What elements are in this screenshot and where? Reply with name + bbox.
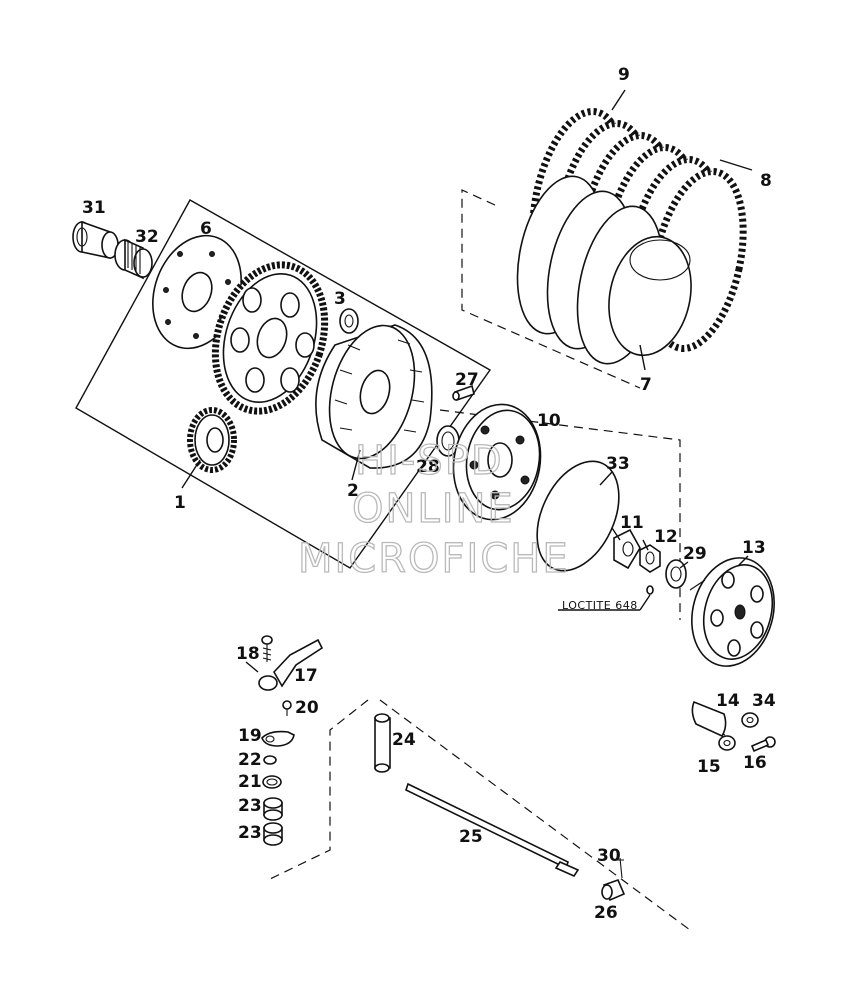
cotter-pin-part xyxy=(616,857,624,879)
label-16: 16 xyxy=(743,753,767,773)
label-27: 27 xyxy=(455,370,479,390)
end-fitting-part xyxy=(601,878,626,902)
primary-gear-part xyxy=(211,261,329,415)
label-7: 7 xyxy=(640,375,652,395)
label-26: 26 xyxy=(594,903,618,923)
spring-bolt-part xyxy=(750,736,776,753)
push-rod-end-part xyxy=(554,860,580,878)
pressure-bearing-part xyxy=(665,559,687,589)
label-29: 29 xyxy=(683,544,707,564)
watermark-line-2: ONLINE xyxy=(352,486,515,532)
watermark-line-1: HI-SPD xyxy=(355,438,504,484)
label-2: 2 xyxy=(347,481,359,501)
clutch-basket-group-frame xyxy=(75,199,492,569)
spring-washer-part xyxy=(741,712,759,728)
clutch-plates-part xyxy=(516,108,747,365)
push-rod-part xyxy=(405,782,569,870)
label-33: 33 xyxy=(606,454,630,474)
label-6: 6 xyxy=(200,219,212,239)
label-28: 28 xyxy=(416,457,440,477)
needle-bearing-part xyxy=(114,238,153,280)
clutch-basket-part xyxy=(315,324,433,469)
small-bolt-part xyxy=(282,700,292,716)
label-18: 18 xyxy=(236,644,260,664)
release-lever-part xyxy=(258,638,324,691)
spacer-part xyxy=(339,308,359,334)
label-9: 9 xyxy=(618,65,630,85)
label-19: 19 xyxy=(238,726,262,746)
bushing-part xyxy=(72,220,119,259)
lever-bolt-part xyxy=(261,635,273,662)
spring-seat-washer-part xyxy=(718,735,736,751)
loctite-bolt-part xyxy=(646,585,654,595)
part-labels: 1 2 3 6 7 8 9 10 11 12 13 14 15 16 17 18… xyxy=(82,65,776,923)
watermark-line-3: MICROFICHE xyxy=(298,536,570,582)
label-32: 32 xyxy=(135,227,159,247)
shaft-seal-part xyxy=(262,775,282,789)
small-o-ring-part xyxy=(263,755,277,765)
hub-nut-part xyxy=(639,544,661,573)
label-12: 12 xyxy=(654,527,678,547)
release-shaft-part xyxy=(374,713,391,773)
label-23-upper: 23 xyxy=(238,796,262,816)
label-15: 15 xyxy=(697,757,721,777)
label-20: 20 xyxy=(295,698,319,718)
shaft-group-frame-left xyxy=(267,699,369,881)
label-25: 25 xyxy=(459,827,483,847)
label-31: 31 xyxy=(82,198,106,218)
label-1: 1 xyxy=(174,493,186,513)
shaft-bushing-lower-part xyxy=(263,822,283,846)
hub-washer-part xyxy=(436,425,460,457)
o-ring-part xyxy=(536,460,620,572)
pressure-cap-part xyxy=(689,557,775,667)
label-21: 21 xyxy=(238,772,262,792)
label-30: 30 xyxy=(597,846,621,866)
label-34: 34 xyxy=(752,691,776,711)
label-22: 22 xyxy=(238,750,262,770)
leader-lines xyxy=(181,89,753,673)
label-3: 3 xyxy=(334,289,346,309)
kick-gear-part xyxy=(187,407,237,473)
clutch-spring-part xyxy=(691,700,727,738)
shaft-group-frame-right xyxy=(379,699,691,931)
retaining-plate-part xyxy=(261,730,295,747)
label-24: 24 xyxy=(392,730,416,750)
label-10: 10 xyxy=(537,411,561,431)
label-23-lower: 23 xyxy=(238,823,262,843)
label-8: 8 xyxy=(760,171,772,191)
plates-group-frame xyxy=(461,189,641,389)
inner-hub-part xyxy=(452,403,542,521)
label-11: 11 xyxy=(620,513,644,533)
loctite-note: LOCTITE 648 xyxy=(562,599,638,612)
pin-part xyxy=(452,384,475,402)
shaft-bushing-upper-part xyxy=(263,797,283,821)
label-13: 13 xyxy=(742,538,766,558)
label-14: 14 xyxy=(716,691,740,711)
watermark: HI-SPD ONLINE MICROFICHE xyxy=(297,437,570,582)
label-17: 17 xyxy=(294,666,318,686)
